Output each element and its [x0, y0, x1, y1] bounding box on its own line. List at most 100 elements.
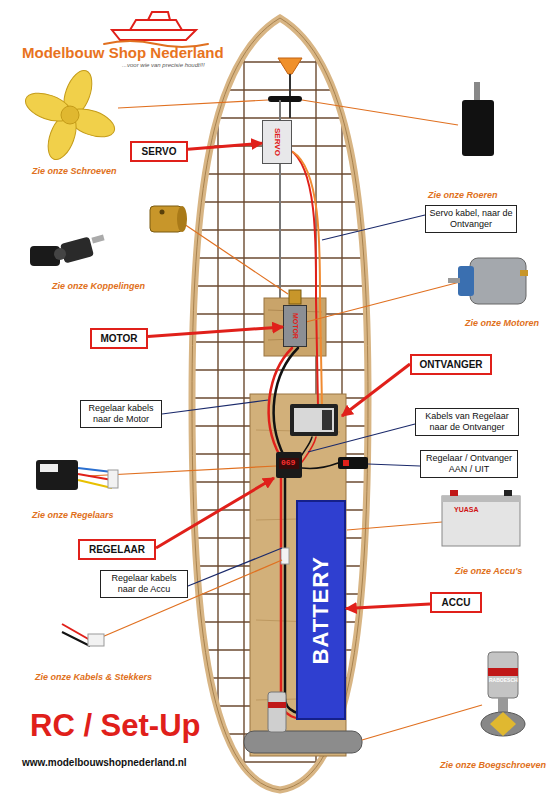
- esc-photo: [78, 468, 112, 472]
- esc-photo: [40, 464, 58, 472]
- note-box: Regelaar / Ontvanger AAN / UIT: [420, 450, 518, 478]
- leader-lines: [347, 522, 442, 530]
- bow-thruster-photo: [488, 652, 518, 698]
- hull-frames: [180, 761, 380, 762]
- logo-boat: [130, 20, 182, 30]
- shop-link: Zie onze Schroeven: [32, 166, 117, 176]
- esc-display: 069: [281, 458, 295, 467]
- battery-photo: [442, 496, 520, 546]
- esc-photo: [36, 460, 118, 490]
- node-text: REGELAAR: [82, 544, 152, 555]
- wires: [293, 152, 322, 406]
- wires: [302, 437, 316, 462]
- note-lines: [162, 215, 425, 586]
- cardan-photo: [54, 248, 66, 260]
- bow-thruster: [244, 731, 362, 753]
- node-text: SERVO: [273, 128, 282, 156]
- leader-lines: [118, 100, 268, 108]
- callout-box: SERVO: [130, 141, 188, 162]
- battery-part: BATTERY: [296, 500, 346, 720]
- node-text: MOTOR: [94, 333, 144, 344]
- note-lines: [162, 400, 268, 414]
- red-arrows: [156, 364, 410, 548]
- callout-box: MOTOR: [90, 328, 148, 349]
- brand-mark: YUASA: [454, 506, 479, 513]
- hull-outline: [192, 18, 368, 790]
- wires: [290, 150, 318, 406]
- note-lines: [368, 464, 420, 466]
- cables-photo: [62, 624, 90, 640]
- receiver-esc-switch: [290, 404, 338, 436]
- wires: [274, 348, 298, 456]
- leader-lines: [184, 224, 288, 294]
- leader-lines: [302, 100, 458, 125]
- cables-photo: [62, 632, 90, 646]
- esc-photo: [78, 474, 112, 480]
- red-arrows: [156, 478, 274, 548]
- motor-photo: [448, 258, 528, 304]
- receiver-esc-switch: [322, 410, 332, 430]
- rudder-propeller: [268, 96, 302, 102]
- node-text: SERVO: [134, 146, 184, 157]
- diagram-title: RC / Set-Up: [30, 708, 201, 744]
- hull-frames: [180, 10, 380, 795]
- callout-arrow: [346, 604, 430, 609]
- note-box: Regelaar kabels naar de Accu: [100, 570, 188, 598]
- node-text: MOTOR: [292, 313, 299, 339]
- callout-box: ACCU: [430, 592, 482, 613]
- shop-link: Zie onze Koppelingen: [52, 281, 145, 291]
- esc-photo: [36, 460, 78, 490]
- bow-thruster-photo: [498, 698, 508, 712]
- bow-thruster-photo: [481, 652, 525, 736]
- note-lines: [322, 215, 425, 240]
- motor-plate: [289, 290, 301, 304]
- servo-part: SERVO: [262, 120, 292, 164]
- rudder-propeller: [278, 58, 302, 74]
- shop-link: Zie onze Regelaars: [32, 510, 114, 520]
- cardan-photo: [60, 236, 94, 263]
- note-box: Kabels van Regelaar naar de Ontvanger: [415, 408, 519, 436]
- red-arrows: [342, 364, 410, 416]
- hull-frames: [180, 89, 380, 90]
- receiver-esc-switch: [343, 460, 349, 466]
- motor-photo: [458, 266, 474, 296]
- node-text: ONTVANGER: [414, 359, 488, 370]
- shop-link: Zie onze Kabels & Stekkers: [35, 672, 152, 682]
- propeller-photo: [61, 106, 79, 124]
- wires: [302, 463, 338, 469]
- logo-boat: [148, 12, 170, 20]
- note-lines: [188, 548, 282, 586]
- receiver-esc-switch: [338, 457, 368, 469]
- note-lines: [308, 424, 415, 452]
- motor-photo: [448, 278, 460, 283]
- brand-mark: RABOESCH: [489, 677, 518, 683]
- bow-thruster: [268, 702, 286, 708]
- motor-photo: [470, 258, 526, 304]
- hull-outline: [192, 18, 368, 790]
- motor-part: MOTOR: [283, 305, 307, 347]
- shop-link: Zie onze Motoren: [465, 318, 539, 328]
- shop-link: Zie onze Accu's: [455, 566, 522, 576]
- rudder-propeller: [268, 58, 302, 300]
- callout-box: ONTVANGER: [410, 354, 492, 375]
- website-url: www.modelbouwshopnederland.nl: [22, 757, 187, 768]
- leader-lines: [362, 705, 482, 740]
- battery-photo: [504, 490, 512, 496]
- main-plate: [250, 394, 346, 756]
- receiver-esc-switch: [279, 458, 299, 469]
- callout-arrow: [188, 143, 262, 149]
- cardan-photo: [30, 235, 105, 266]
- bow-thruster: [268, 692, 286, 732]
- cables-photo: [62, 624, 104, 646]
- node-text: Servo kabel, naar de Ontvanger: [429, 208, 513, 230]
- bow-thruster-photo: [488, 668, 518, 676]
- motor-photo: [520, 270, 528, 276]
- esc-photo: [108, 470, 118, 488]
- battery-photo: [450, 490, 458, 496]
- callout-box: REGELAAR: [78, 539, 156, 560]
- battery-photo: [442, 496, 520, 502]
- rudder-photo: [462, 82, 494, 156]
- logo-tagline: ...voor wie van precisie houdt!!!: [122, 62, 205, 68]
- node-text: Regelaar / Ontvanger AAN / UIT: [424, 453, 514, 475]
